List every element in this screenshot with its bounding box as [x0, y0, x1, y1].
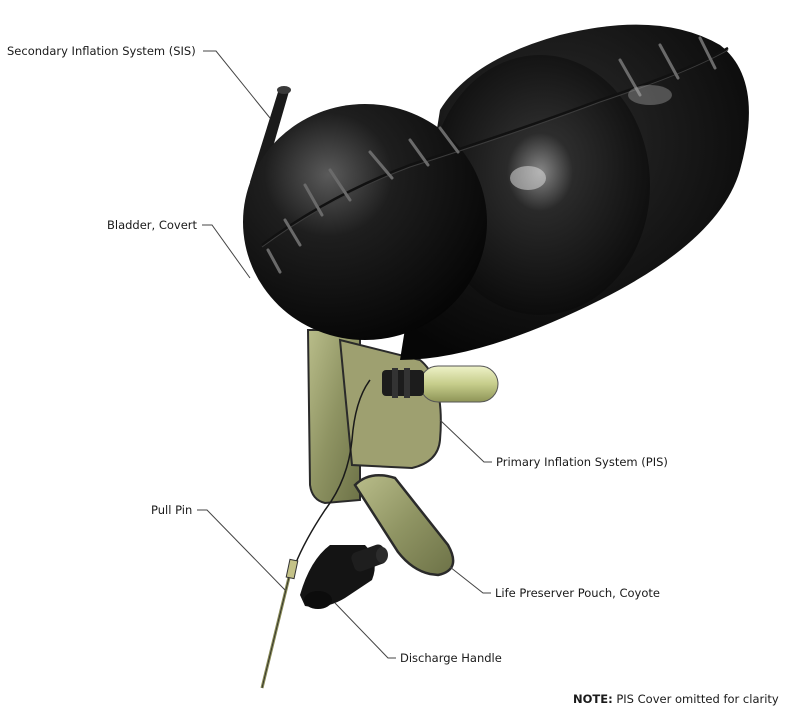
leader-lines — [197, 50, 492, 659]
label-pouch: Life Preserver Pouch, Coyote — [495, 586, 660, 600]
pull-pin — [260, 558, 299, 689]
lanyard — [294, 379, 371, 566]
note-text: PIS Cover omitted for clarity — [613, 692, 779, 706]
leader-discharge — [334, 602, 396, 659]
pis-cylinder — [382, 365, 499, 403]
label-pis: Primary Inflation System (PIS) — [496, 455, 668, 469]
bladder — [243, 24, 749, 360]
discharge-handle — [300, 544, 388, 609]
leader-pull-pin — [197, 509, 286, 591]
label-bladder: Bladder, Covert — [107, 218, 198, 232]
leader-sis — [203, 50, 271, 119]
label-discharge: Discharge Handle — [400, 651, 502, 665]
leader-pis — [439, 419, 492, 463]
label-sis: Secondary Inflation System (SIS) — [7, 44, 196, 58]
sis-tube — [250, 86, 291, 185]
leader-pouch — [449, 566, 491, 594]
leader-bladder — [202, 224, 251, 279]
note-prefix: NOTE: — [573, 692, 613, 706]
note: NOTE: PIS Cover omitted for clarity — [573, 692, 779, 706]
label-pull-pin: Pull Pin — [151, 503, 192, 517]
pouch-front — [353, 473, 455, 577]
